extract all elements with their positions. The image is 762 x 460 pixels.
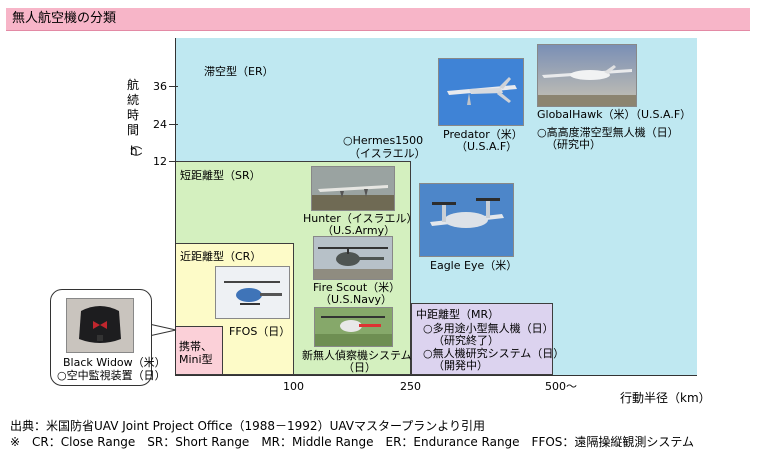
source-note: 出典：米国防省UAV Joint Project Office（1988－199… [10, 419, 486, 433]
x-tick-label-100: 100 [283, 380, 304, 393]
close-range-zone-label: 近距離型（CR） [180, 250, 262, 263]
new-uav-photo [314, 307, 393, 347]
mr-item2-label-1: ○無人機研究システム（日） [423, 347, 565, 360]
mini-zone-label-2: Mini型 [179, 353, 213, 366]
hunter-photo [311, 166, 395, 211]
x-tick-label-250: 250 [400, 380, 421, 393]
hermes-label-2: （イスラエル） [349, 147, 426, 160]
y-tick-label-36: 36 [153, 80, 167, 93]
hermes-label-1: ○Hermes1500 [343, 134, 424, 147]
blackwidow-photo [66, 298, 134, 353]
y-axis-label-7: ） [129, 151, 144, 165]
predator-photo [438, 58, 524, 126]
mr-item2-label-2: （開発中） [433, 359, 488, 372]
firescout-photo [313, 236, 393, 280]
y-tick-label-12: 12 [153, 155, 167, 168]
ffos-label: FFOS（日） [229, 325, 291, 338]
abbreviation-note: ※ CR：Close Range SR：Short Range MR：Middl… [10, 435, 695, 449]
x-tick-label-500: 500〜 [545, 380, 577, 393]
middle-range-zone-label: 中距離型（MR） [416, 308, 500, 321]
y-axis-label-1: 航 [127, 78, 140, 92]
x-axis-label: 行動半径（km） [620, 391, 711, 405]
mr-item1-label-2: （研究終了） [433, 334, 499, 347]
y-tick-12 [169, 161, 178, 162]
middle-range-zone [411, 303, 553, 375]
blackwidow-label-1: Black Widow（米） [63, 356, 166, 369]
mini-zone-label-1: 携帯、 [179, 340, 212, 353]
hunter-label-2: （U.S.Army） [322, 224, 396, 237]
y-tick-label-24: 24 [153, 118, 167, 131]
y-axis-label-2: 続 [127, 93, 140, 107]
hunter-label-1: Hunter（イスラエル） [303, 212, 418, 225]
y-axis [175, 38, 176, 376]
eagleeye-label: Eagle Eye（米） [430, 259, 518, 272]
y-tick-24 [169, 124, 178, 125]
page-title: 無人航空機の分類 [12, 11, 117, 26]
header-bar: 無人航空機の分類 [6, 8, 750, 31]
mini-zone [175, 326, 223, 375]
globalhawk-label-1: GlobalHawk（米）（U.S.A.F） [537, 108, 692, 121]
y-axis-label-4: 間 [127, 123, 140, 137]
y-tick-36 [169, 86, 178, 87]
blackwidow-label-2: ○空中監視装置（日） [57, 369, 166, 382]
y-axis-label-6: h [130, 144, 138, 158]
ffos-photo [215, 266, 290, 319]
new-uav-label-2: （日） [343, 361, 376, 374]
short-range-zone-label: 短距離型（SR） [180, 169, 261, 182]
globalhawk-label-3: （研究中） [546, 138, 601, 151]
mr-item1-label-1: ○多用途小型無人機（日） [423, 322, 554, 335]
globalhawk-label-2: ○高高度滞空型無人機（日） [537, 126, 679, 139]
eagleeye-photo [419, 183, 514, 257]
new-uav-label-1: 新無人偵察機システム [302, 349, 412, 362]
predator-label-1: Predator（米） [443, 128, 523, 141]
predator-label-2: （U.S.A.F） [456, 140, 518, 153]
callout-pointer [148, 323, 177, 337]
firescout-label-2: （U.S.Navy） [320, 293, 393, 306]
firescout-label-1: Fire Scout（米） [313, 281, 401, 294]
y-axis-label-3: 時 [127, 108, 140, 122]
globalhawk-photo [537, 44, 637, 107]
x-axis [175, 375, 697, 376]
endurance-zone-label: 滞空型（ER） [204, 65, 274, 78]
